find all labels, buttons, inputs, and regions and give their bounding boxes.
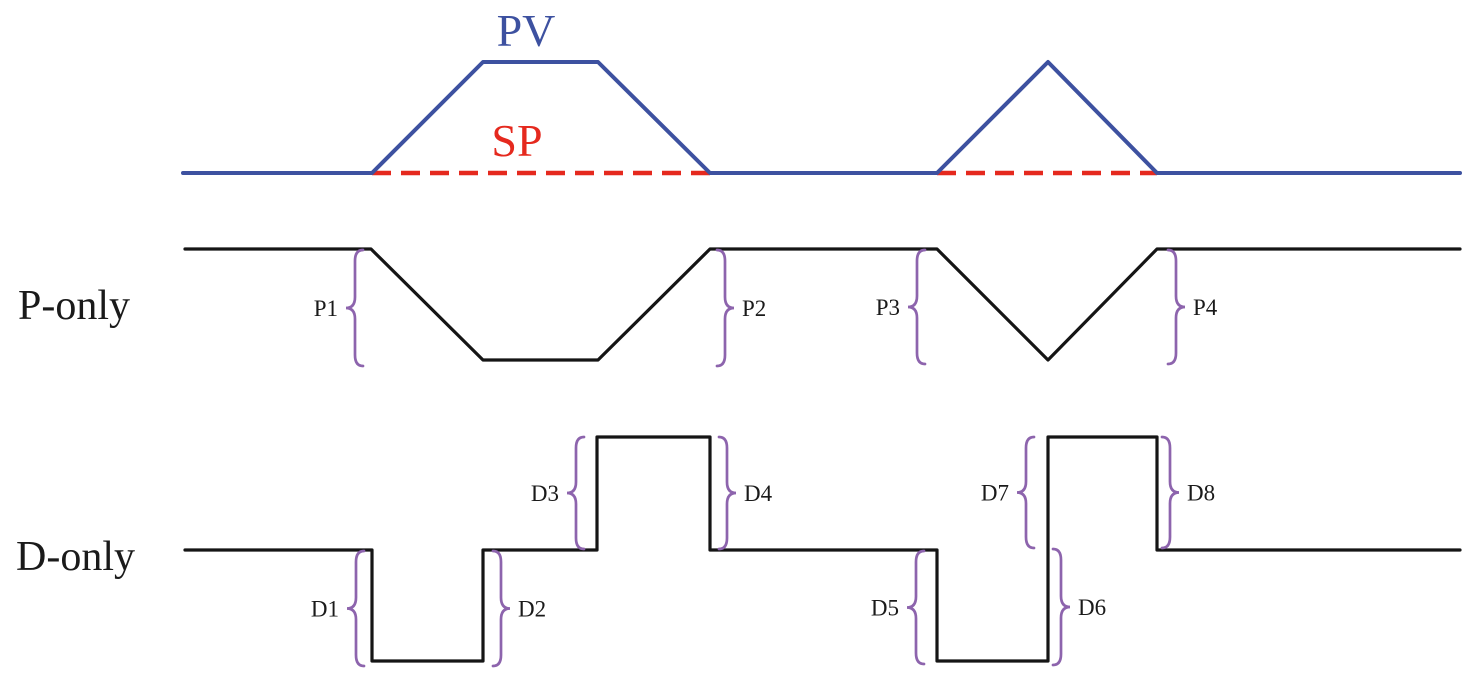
pv-label: PV [497, 5, 556, 56]
brace-label-p2: P2 [742, 296, 766, 321]
pv-trace [181, 60, 1462, 175]
brace-label-d6: D6 [1078, 595, 1106, 620]
brace-label-d3: D3 [531, 481, 559, 506]
p-only-label: P-only [18, 283, 130, 329]
brace-p2 [715, 248, 735, 368]
brace-label-d7: D7 [981, 481, 1009, 506]
sp-label: SP [491, 115, 542, 166]
brace-d4 [717, 435, 737, 551]
brace-d8 [1160, 435, 1180, 550]
brace-label-d5: D5 [871, 596, 899, 621]
brace-d7 [1016, 435, 1036, 550]
p-only-trace-layer [183, 247, 1462, 362]
brace-d6 [1051, 547, 1071, 667]
pv-trace-layer [181, 60, 1462, 175]
brace-label-d1: D1 [311, 597, 339, 622]
d-only-trace [183, 435, 1462, 663]
brace-d5 [906, 549, 926, 666]
brace-label-p4: P4 [1193, 295, 1218, 320]
brace-p1 [345, 248, 365, 368]
brace-d2 [491, 549, 511, 668]
brace-d1 [346, 549, 366, 668]
brace-label-d4: D4 [744, 481, 773, 506]
d-only-label: D-only [16, 534, 135, 580]
p-only-trace [183, 247, 1462, 362]
brace-label-p3: P3 [876, 295, 900, 320]
d-only-trace-layer [183, 435, 1462, 663]
brace-p3 [907, 248, 927, 366]
brace-label-d8: D8 [1187, 481, 1215, 506]
brace-p4 [1166, 248, 1186, 366]
brace-d3 [566, 435, 586, 551]
brace-label-d2: D2 [518, 597, 546, 622]
brace-label-p1: P1 [314, 296, 338, 321]
